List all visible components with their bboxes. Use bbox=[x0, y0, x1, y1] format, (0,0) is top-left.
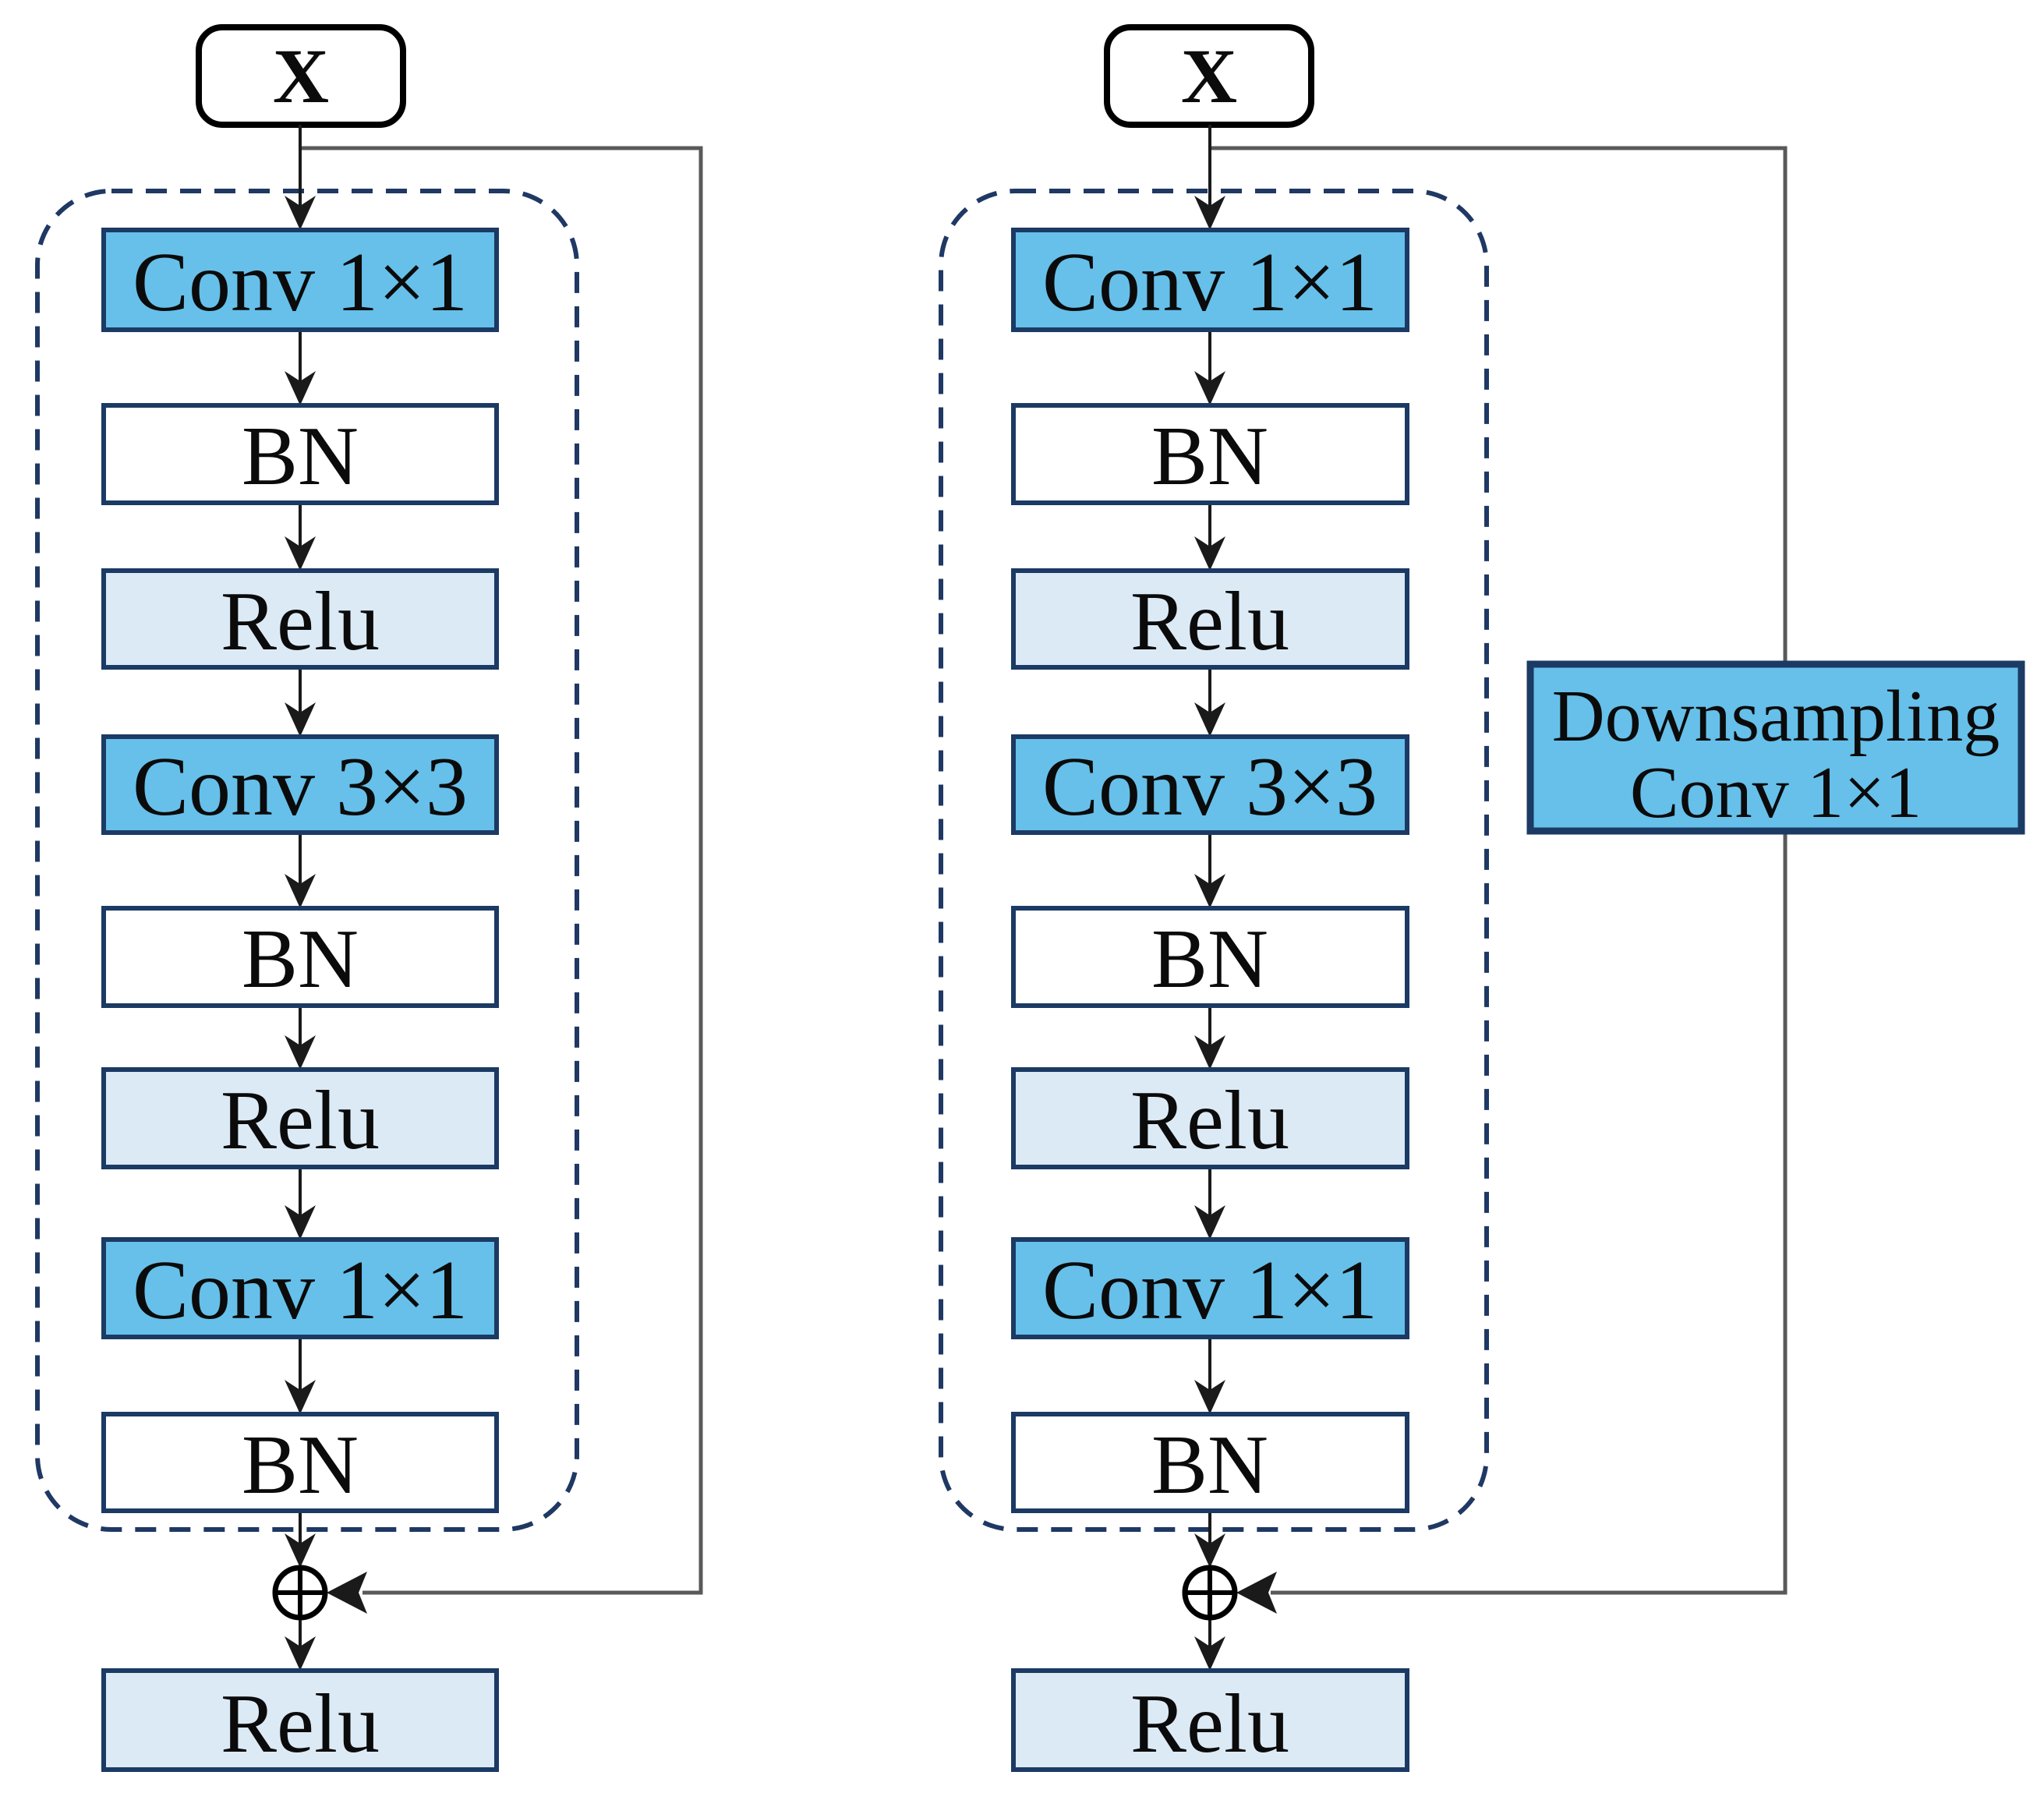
layer-box-conv3x3 bbox=[1011, 734, 1409, 835]
layer-box-conv1x1 bbox=[1011, 228, 1409, 332]
skip-connection bbox=[1210, 146, 1788, 1614]
downsampling-label-line2: Conv 1×1 bbox=[1630, 752, 1922, 833]
layer-box-relu bbox=[101, 568, 499, 670]
layer-boxes: Conv 1×1 BN Relu Conv 3×3 BN Relu Conv 1… bbox=[1011, 228, 1409, 1513]
layer-box-conv1x1 bbox=[101, 228, 499, 332]
residual-container bbox=[35, 189, 579, 1532]
layer-label: Relu bbox=[221, 575, 380, 668]
layer-box-conv1x1 bbox=[101, 1237, 499, 1339]
residual-container bbox=[939, 189, 1489, 1532]
layer-box-bn bbox=[101, 906, 499, 1008]
layer-label: Conv 3×3 bbox=[133, 741, 468, 833]
layer-box-bn bbox=[1011, 403, 1409, 505]
layer-label: Relu bbox=[1130, 1074, 1289, 1167]
layer-box-bn bbox=[1011, 1412, 1409, 1513]
layer-label: Relu bbox=[221, 1074, 380, 1167]
layer-box-bn bbox=[101, 403, 499, 505]
layer-label: BN bbox=[242, 410, 359, 503]
layer-boxes: Conv 1×1 BN Relu Conv 3×3 BN Relu Conv 1… bbox=[101, 228, 499, 1513]
downsampling-block-diagram: X Conv 1×1 BN Relu Conv 3×3 BN bbox=[939, 24, 2025, 1772]
layer-box-bn bbox=[1011, 906, 1409, 1008]
layer-box-conv1x1 bbox=[1011, 1237, 1409, 1339]
output-box bbox=[1011, 1668, 1409, 1772]
layer-label: BN bbox=[1151, 1419, 1268, 1512]
layer-label: Conv 1×1 bbox=[133, 236, 468, 329]
circled-plus-icon bbox=[272, 1565, 328, 1621]
layer-label: BN bbox=[1151, 913, 1268, 1006]
layer-box-conv3x3 bbox=[101, 734, 499, 835]
circled-plus-icon bbox=[1182, 1565, 1238, 1621]
layer-label: BN bbox=[242, 1419, 359, 1512]
skip-arrowhead-icon bbox=[327, 1572, 367, 1614]
downsampling-label-line1: Downsampling bbox=[1552, 676, 2000, 757]
output-box bbox=[101, 1668, 499, 1772]
input-label: X bbox=[1181, 33, 1237, 119]
output-label: Relu bbox=[221, 1678, 380, 1770]
layer-box-relu bbox=[1011, 1067, 1409, 1169]
layer-label: Conv 1×1 bbox=[133, 1244, 468, 1337]
downsampling-box: Downsampling Conv 1×1 bbox=[1526, 660, 2025, 835]
layer-box-relu bbox=[1011, 568, 1409, 670]
output-label: Relu bbox=[1130, 1678, 1289, 1770]
layer-label: Conv 1×1 bbox=[1042, 236, 1377, 329]
identity-block-diagram: X Conv 1×1 BN Relu Conv 3×3 BN bbox=[35, 24, 703, 1772]
skip-connection bbox=[300, 146, 703, 1614]
layer-box-bn bbox=[101, 1412, 499, 1513]
flow-arrows bbox=[1194, 125, 1225, 1671]
layer-box-relu bbox=[101, 1067, 499, 1169]
input-label: X bbox=[273, 33, 329, 119]
layer-label: Conv 1×1 bbox=[1042, 1244, 1377, 1337]
layer-label: BN bbox=[242, 913, 359, 1006]
layer-label: Relu bbox=[1130, 575, 1289, 668]
layer-label: BN bbox=[1151, 410, 1268, 503]
flow-arrows bbox=[285, 125, 316, 1671]
layer-label: Conv 3×3 bbox=[1042, 741, 1377, 833]
